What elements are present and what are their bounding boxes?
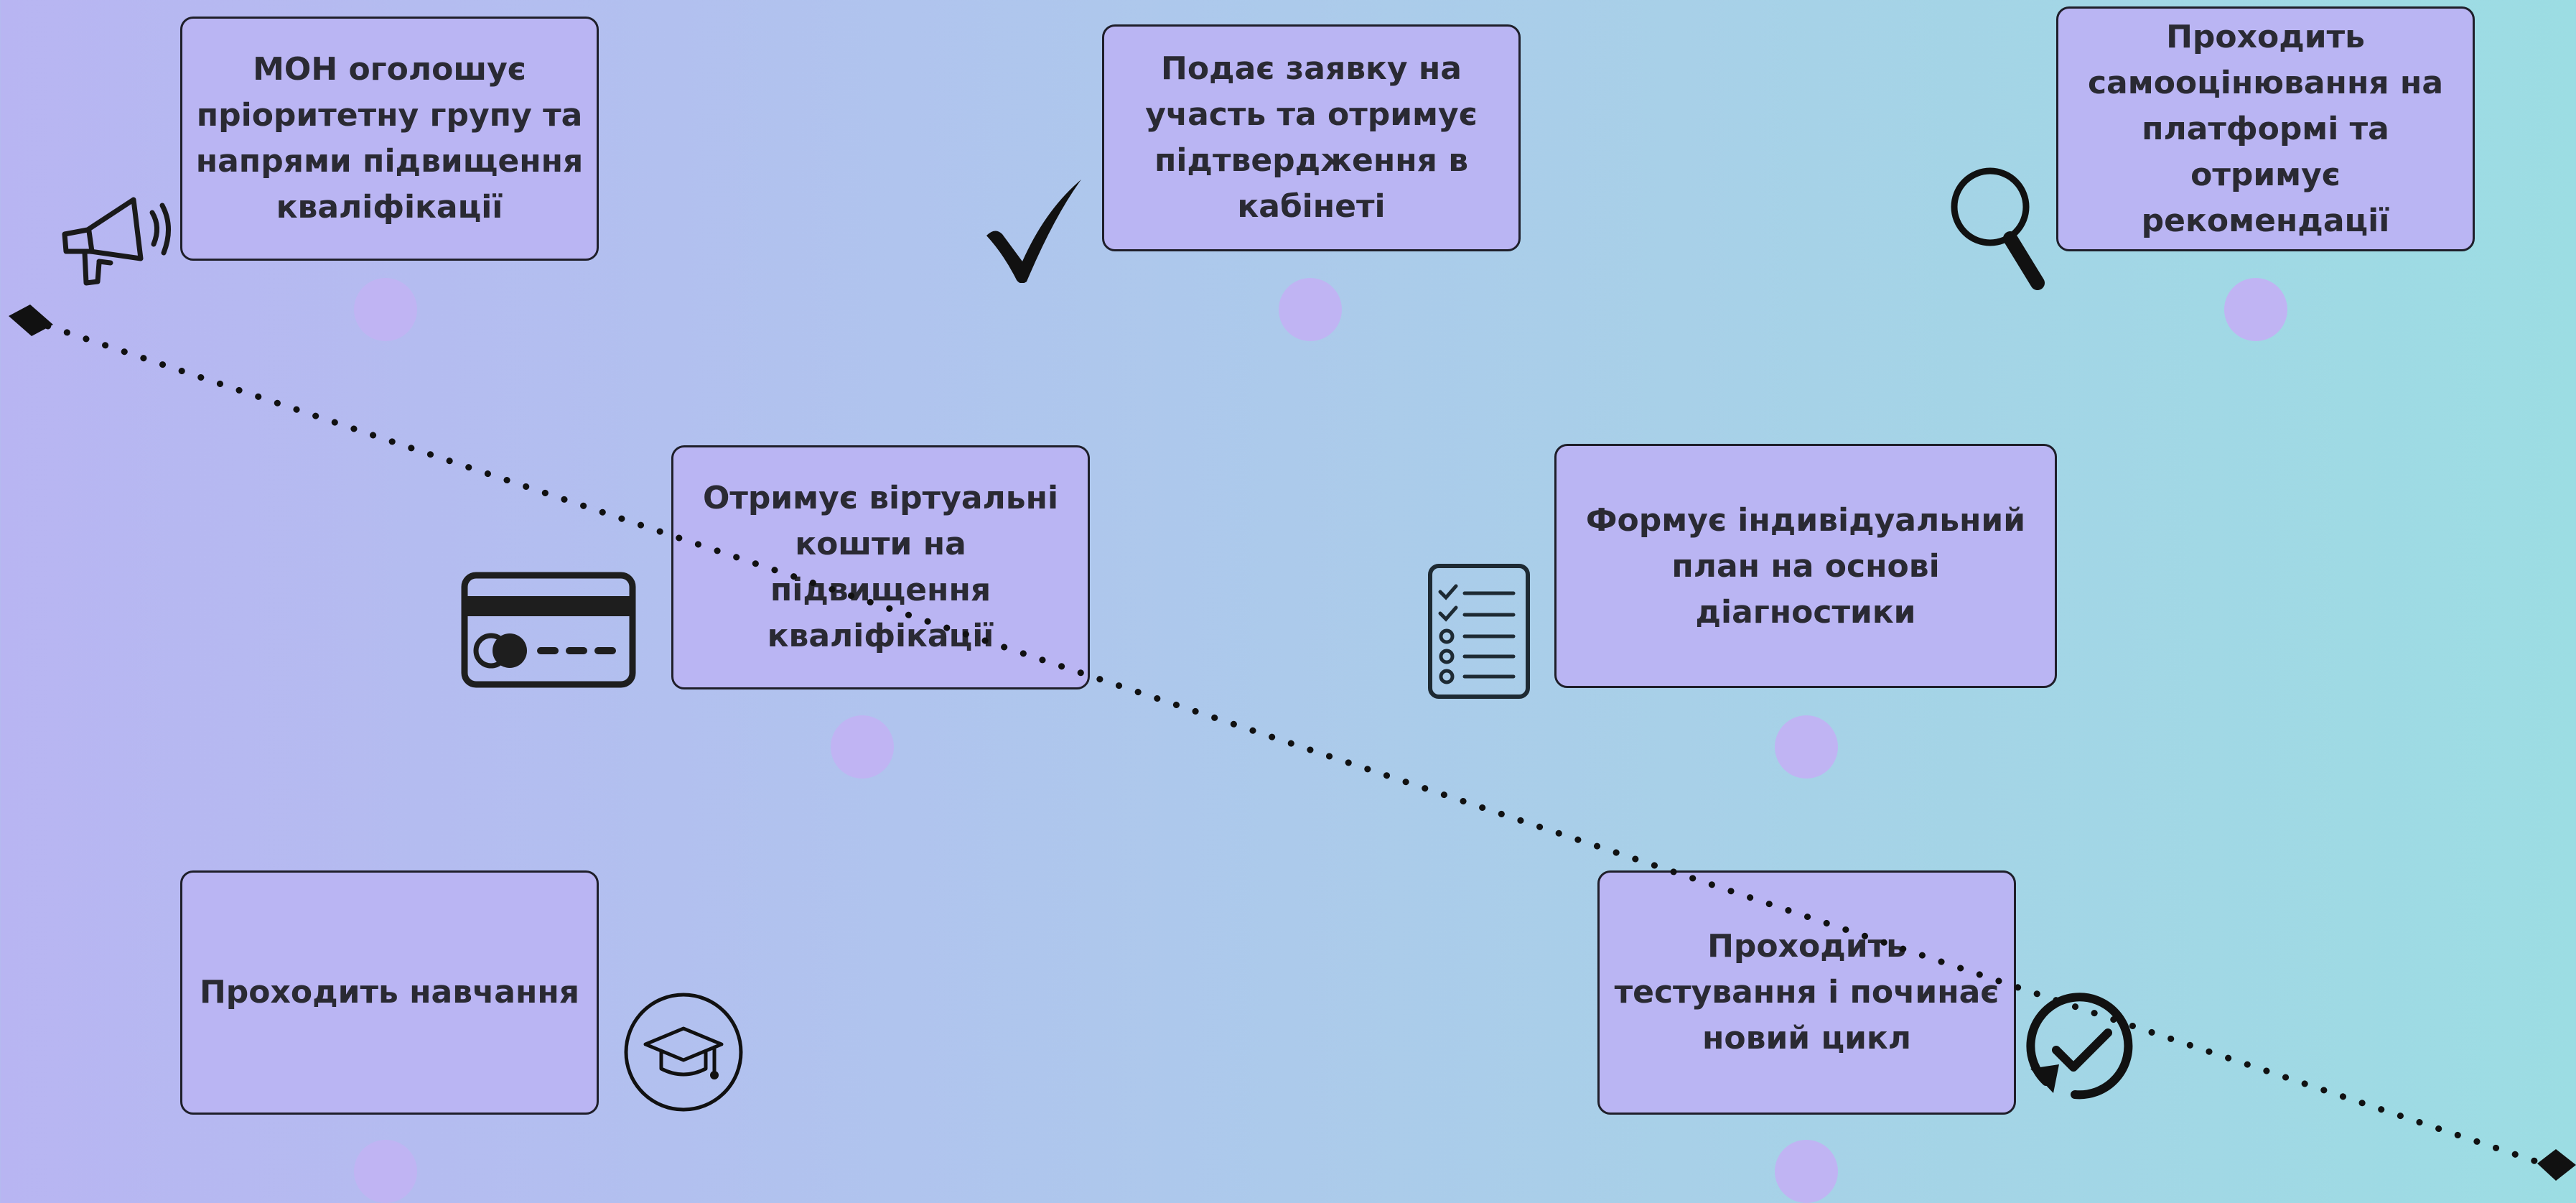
step-text: Проходить тестування і починає новий цик… [1614, 928, 1999, 1056]
step-text: Проходить навчання [199, 974, 580, 1011]
step-box-training: Проходить навчання [180, 870, 599, 1115]
graduation-cap-icon [624, 993, 743, 1112]
step-text: Проходить самооцінювання на платформі та… [2087, 18, 2444, 239]
cycle-check-icon [2026, 993, 2133, 1100]
marker-dot [354, 278, 417, 341]
step-text: Формує індивідуальний план на основі діа… [1585, 502, 2026, 631]
step-box-announcement: МОН оголошує пріоритетну групу та напрям… [180, 17, 599, 261]
checkmark-icon [986, 180, 1081, 283]
marker-dot [1279, 278, 1342, 341]
step-text: МОН оголошує пріоритетну групу та напрям… [195, 51, 584, 226]
step-box-testing: Проходить тестування і починає новий цик… [1597, 870, 2016, 1115]
start-diamond [9, 305, 53, 336]
marker-dot [831, 715, 894, 779]
magnifier-icon [1951, 167, 2045, 290]
step-text: Отримує віртуальні кошти на підвищення к… [702, 480, 1059, 654]
credit-card-icon [461, 572, 636, 688]
marker-dot [2224, 278, 2287, 341]
step-text: Подає заявку на участь та отримує підтве… [1145, 50, 1478, 225]
marker-dot [1775, 715, 1838, 779]
step-box-individual-plan: Формує індивідуальний план на основі діа… [1554, 444, 2057, 688]
step-box-virtual-funds: Отримує віртуальні кошти на підвищення к… [671, 445, 1090, 689]
checklist-icon [1428, 564, 1530, 699]
step-box-application: Подає заявку на участь та отримує підтве… [1102, 24, 1521, 251]
step-box-self-assessment: Проходить самооцінювання на платформі та… [2056, 6, 2475, 251]
end-diamond [2537, 1149, 2576, 1181]
megaphone-icon [62, 197, 172, 286]
